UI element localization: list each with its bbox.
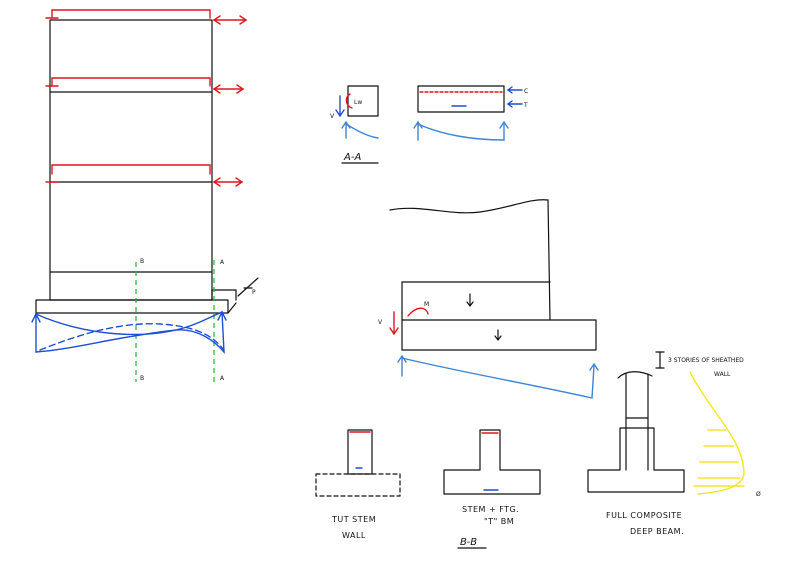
shear-arrowhead [389, 327, 399, 336]
moment-arc [407, 307, 429, 317]
axial-load-arrow: P [237, 277, 259, 297]
footing-edge [227, 302, 237, 314]
floor2-diaphragm-line [51, 77, 211, 87]
soil-pressure-diagram [35, 310, 225, 355]
footing-pressure-right-head [589, 362, 599, 371]
cut-label-a-bottom: A [220, 375, 225, 382]
compression-arrowhead [506, 86, 513, 94]
moment-label: M [424, 301, 429, 308]
option2-label-line1: STEM + FTG. [462, 505, 519, 514]
opt2-t-outline [443, 429, 541, 495]
option-stem-wall: TUT STEM WALL [315, 429, 401, 540]
wall-right-edge [547, 199, 551, 321]
beam-strip-section: C T [413, 85, 528, 141]
floor1-force-arrow [212, 177, 244, 187]
footing-outline [35, 299, 229, 314]
compression-label: C [524, 88, 528, 95]
aa-section-box [347, 85, 379, 117]
stress-tag: Ø [756, 491, 761, 498]
option2-label-line2: "T" BM [484, 517, 514, 526]
building-elevation: B A B A P [31, 9, 259, 386]
aa-shear-arrowhead [335, 109, 345, 118]
option1-label-line1: TUT STEM [331, 515, 376, 524]
option1-label-line2: WALL [342, 531, 366, 540]
cut-label-b-bottom: B [140, 375, 144, 382]
wall-outline [49, 19, 213, 301]
section-a-a: Lw V A-A [330, 85, 379, 164]
stories-label-line1: 3 STORIES OF SHEATHED [668, 357, 744, 364]
opt1-footing-dashed [315, 473, 401, 497]
strip-reaction-left-head [413, 120, 423, 129]
floor1-diaphragm-line [51, 164, 211, 175]
roof-diaphragm-line [51, 9, 211, 19]
footing-soil-pressure [401, 357, 595, 399]
tension-label: T [523, 102, 528, 109]
section-aa-title: A-A [343, 152, 361, 163]
opt3-break-line [617, 371, 653, 379]
option3-label-line2: DEEP BEAM. [630, 527, 684, 536]
footing-weight-arrowhead [494, 335, 502, 341]
roof-force-arrow [212, 15, 248, 25]
stories-label-line2: WALL [714, 371, 731, 378]
option-t-beam: STEM + FTG. "T" BM B-B [443, 429, 541, 549]
pressure-arrowhead-left [31, 312, 41, 323]
stem-weight-arrowhead [466, 301, 474, 307]
shear-label: V [378, 319, 383, 326]
stress-curve [689, 371, 745, 495]
stem-outline [401, 281, 551, 321]
opt3-outline [587, 427, 685, 493]
axial-load-label: P [252, 289, 256, 296]
footing-box [401, 319, 597, 351]
break-line [389, 199, 549, 214]
aa-moment-arc [345, 93, 353, 109]
tension-arrowhead [506, 100, 513, 108]
aa-inner-label: Lw [354, 99, 362, 106]
footing-step [211, 289, 237, 301]
aa-reaction-arrowhead [341, 120, 351, 129]
strip-reaction-right-head [499, 120, 509, 129]
section-bb-title: B-B [460, 537, 477, 548]
aa-reaction [345, 122, 379, 139]
option3-label-line1: FULL COMPOSITE [606, 511, 682, 520]
strip-reaction [417, 122, 505, 141]
cut-label-b-top: B [140, 258, 144, 265]
stem-footing-free-body: M V [378, 199, 599, 399]
stress-profile: Ø [689, 371, 761, 498]
soil-pressure-dashed [39, 323, 225, 351]
footing-pressure-left-head [397, 354, 407, 363]
floor2-force-arrow [212, 84, 245, 94]
aa-v-label: V [330, 113, 335, 120]
cut-label-a-top: A [220, 259, 225, 266]
beam-strip-box [417, 85, 505, 113]
option-composite-deep-beam: 3 STORIES OF SHEATHED WALL FULL COMPOSIT… [587, 351, 744, 536]
pressure-arrowhead-right [217, 310, 227, 321]
